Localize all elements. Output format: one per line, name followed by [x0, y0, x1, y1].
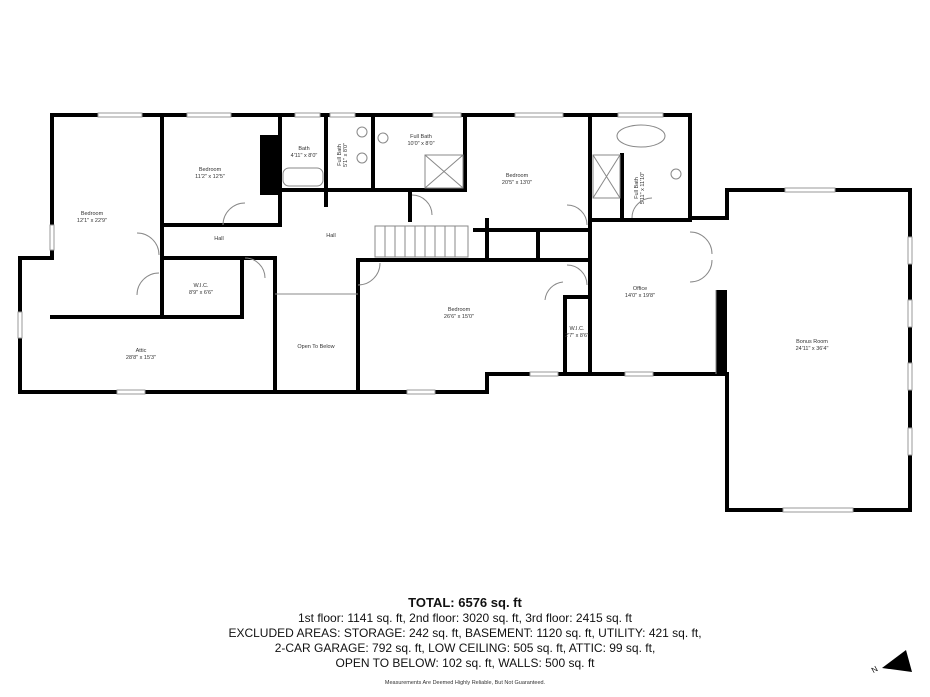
room-size: 26'6" x 15'0": [444, 314, 474, 320]
room-name: Bedroom: [448, 307, 471, 313]
room-name: Hall: [326, 233, 335, 239]
room-size: 2'7" x 8'6": [565, 333, 589, 339]
summary-line: OPEN TO BELOW: 102 sq. ft, WALLS: 500 sq…: [335, 656, 595, 670]
room-size: 12'1" x 22'9": [77, 218, 107, 224]
room-size: 28'8" x 15'3": [126, 355, 156, 361]
room-size: 8'9" x 6'6": [189, 290, 213, 296]
room-name: Full Bath: [337, 144, 343, 166]
room-name: Bedroom: [199, 167, 222, 173]
total-area: TOTAL: 6576 sq. ft: [408, 595, 522, 610]
room-name: Hall: [214, 236, 223, 242]
room-name: Office: [633, 286, 647, 292]
disclaimer: Measurements Are Deemed Highly Reliable,…: [384, 680, 546, 686]
summary-line: 1st floor: 1141 sq. ft, 2nd floor: 3020 …: [298, 611, 632, 625]
room-name: W.I.C.: [194, 283, 209, 289]
north-arrow-icon: N: [870, 650, 912, 675]
room-name: W.I.C.: [570, 326, 585, 332]
area-summary: TOTAL: 6576 sq. ft 1st floor: 1141 sq. f…: [0, 595, 930, 686]
room-labels: Bedroom 12'1" x 22'9" Bedroom 11'2" x 12…: [77, 134, 829, 361]
room-name: Bath: [298, 146, 309, 152]
room-name: Open To Below: [297, 344, 334, 350]
room-size: 20'5" x 13'0": [502, 180, 532, 186]
compass-label: N: [870, 664, 880, 675]
room-size: 14'0" x 19'8": [625, 293, 655, 299]
room-name: Full Bath: [410, 134, 432, 140]
windows: [17, 112, 913, 513]
room-name: Full Bath: [634, 177, 640, 199]
walls: [18, 113, 912, 512]
room-size: 5'11" x 11'10": [640, 172, 646, 204]
room-name: Attic: [136, 348, 147, 354]
room-size: 24'11" x 36'4": [796, 346, 829, 352]
room-name: Bedroom: [81, 211, 104, 217]
summary-line: EXCLUDED AREAS: STORAGE: 242 sq. ft, BAS…: [228, 626, 702, 640]
doors: [136, 194, 713, 301]
room-size: 5'1" x 8'0": [343, 143, 349, 167]
fixtures: [282, 124, 682, 199]
room-name: Bonus Room: [796, 339, 828, 345]
room-size: 10'0" x 8'0": [407, 141, 434, 147]
room-size: 4'11" x 8'0": [291, 153, 318, 159]
room-name: Bedroom: [506, 173, 529, 179]
room-size: 11'2" x 12'5": [195, 174, 225, 180]
summary-line: 2-CAR GARAGE: 792 sq. ft, LOW CEILING: 5…: [274, 641, 656, 655]
stairs: [374, 225, 469, 258]
floor-plan: Bedroom 12'1" x 22'9" Bedroom 11'2" x 12…: [17, 112, 913, 513]
